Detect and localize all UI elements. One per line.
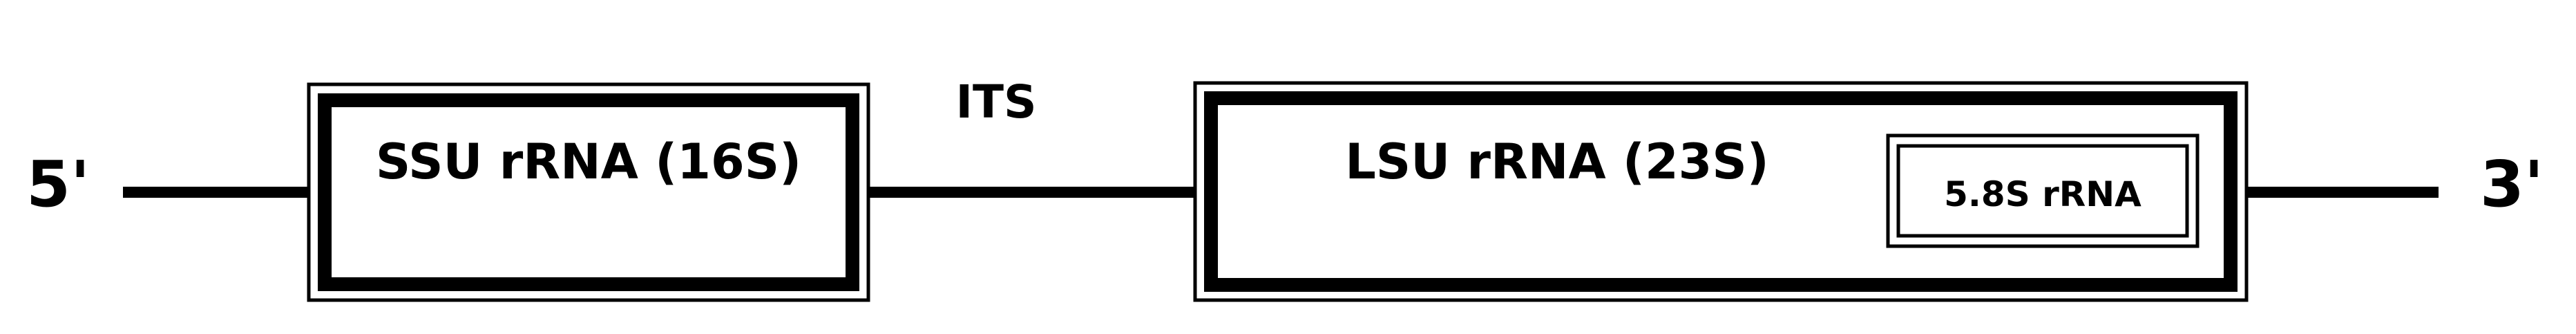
ssu-box [307, 82, 870, 302]
lsu-label: LSU rRNA (23S) [1345, 133, 1769, 190]
rrna-58s-box [1886, 133, 2200, 248]
rrna-58s-label: 5.8S rRNA [1944, 174, 2141, 214]
rrna-58s-box-inner-border [1896, 144, 2189, 238]
five-prime-label: 5' [26, 147, 90, 221]
its-label: ITS [955, 75, 1036, 129]
ssu-box-inner-border [318, 93, 859, 291]
ssu-label: SSU rRNA (16S) [376, 133, 801, 190]
three-prime-label: 3' [2480, 147, 2544, 221]
rrna-58s-box-outer-border [1886, 133, 2200, 248]
